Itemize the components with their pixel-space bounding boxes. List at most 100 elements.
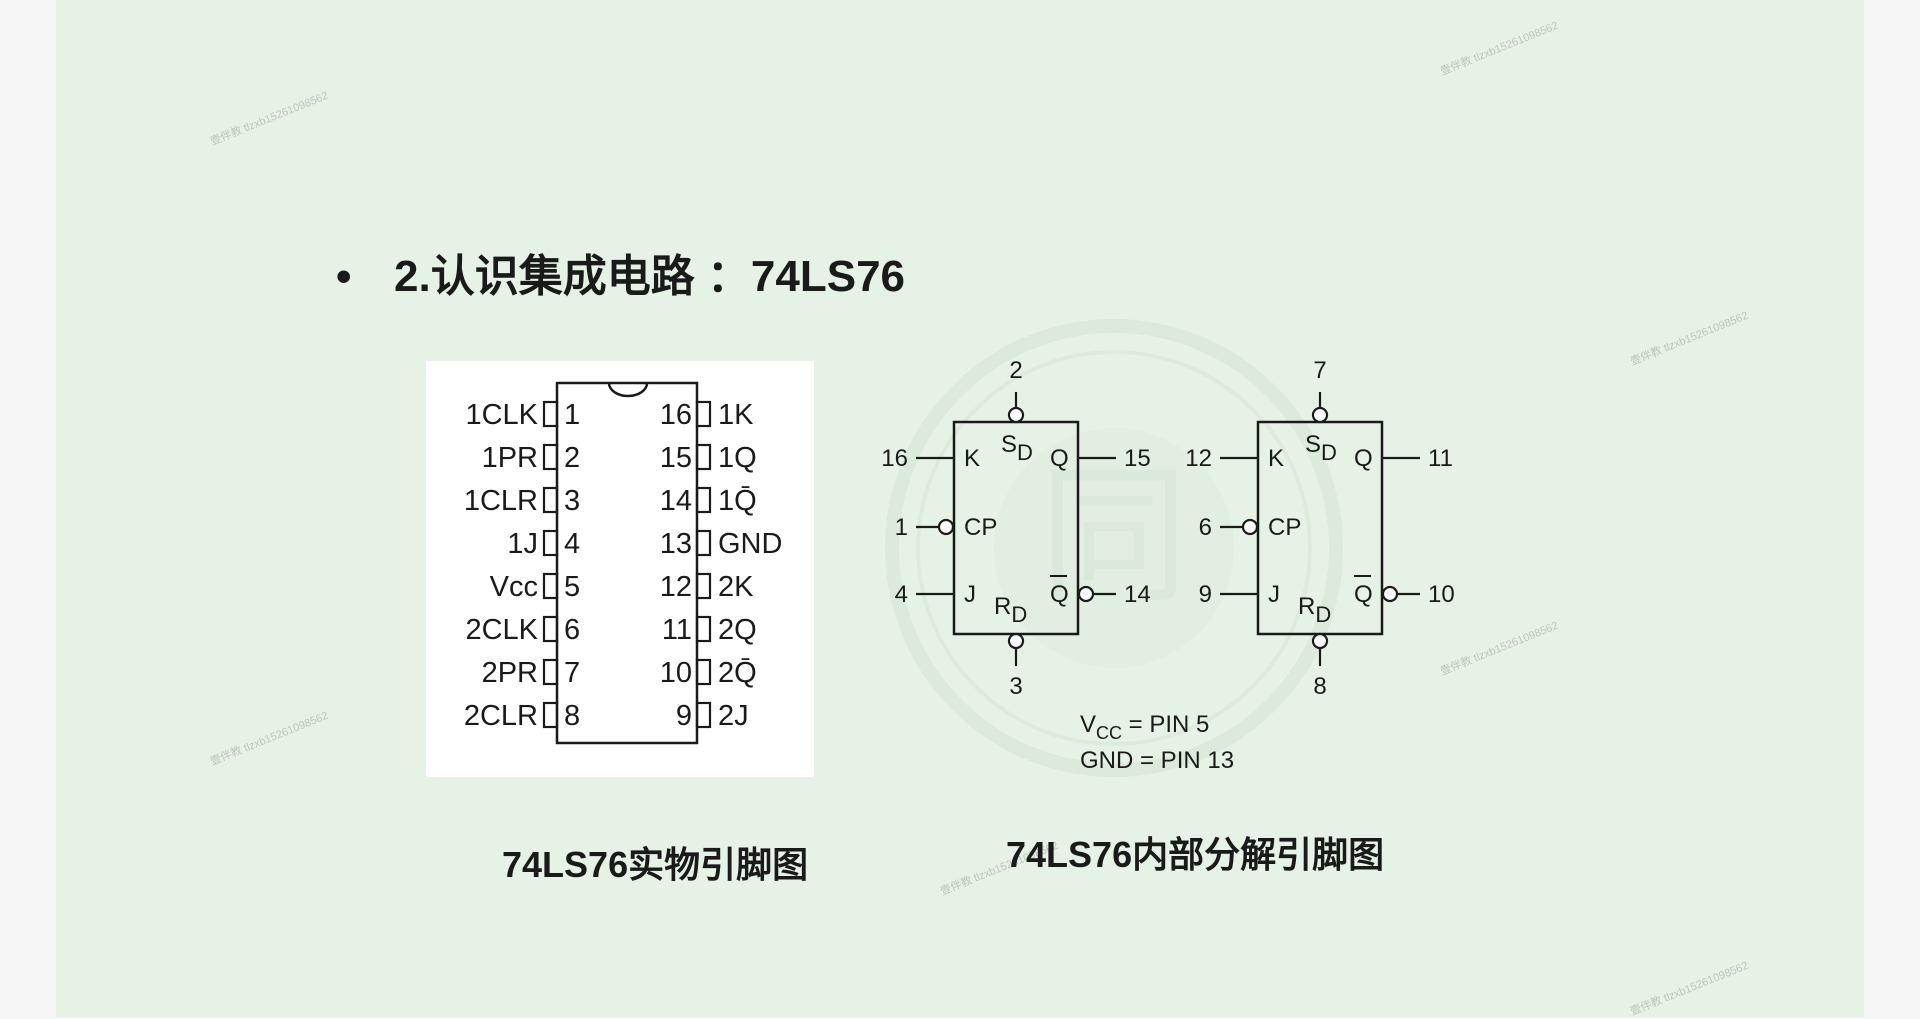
label-sd: SD xyxy=(1305,431,1337,465)
watermark-text: 壹伴教 tlzxb15261098562 xyxy=(208,709,331,769)
watermark-text: 壹伴教 tlzxb15261098562 xyxy=(1628,959,1751,1019)
pin-stub-left xyxy=(542,486,559,514)
cp-bubble xyxy=(937,518,955,536)
pin-stub-right xyxy=(695,400,712,428)
pin-stub-right xyxy=(695,529,712,557)
pin-stub-right xyxy=(695,701,712,729)
power-note-vcc: VCC = PIN 5 xyxy=(1080,711,1209,743)
pin-number-right: 13 xyxy=(660,528,692,560)
pin-number-cp: 6 xyxy=(1199,514,1212,541)
pin-stub-right xyxy=(695,443,712,471)
pin-stub-left xyxy=(542,572,559,600)
caption-internal: 74LS76内部分解引脚图 xyxy=(1006,834,1385,875)
watermark-seal: 同 xyxy=(885,319,1343,777)
label-k: K xyxy=(964,445,980,472)
pin-number-cp: 1 xyxy=(895,514,908,541)
pin-number-left: 5 xyxy=(564,571,580,603)
pin-number-sd: 7 xyxy=(1313,357,1326,384)
label-j: J xyxy=(964,581,976,608)
pin-number-right: 16 xyxy=(660,399,692,431)
pin-number-right: 10 xyxy=(660,657,692,689)
pin-number-j: 4 xyxy=(895,581,908,608)
label-qbar: Q xyxy=(1354,581,1373,608)
pin-name-left: Vcc xyxy=(490,571,538,603)
pin-number-left: 2 xyxy=(564,442,580,474)
watermark-text: 壹伴教 tlzxb15261098562 xyxy=(1438,19,1561,79)
pin-name-right: 1Q̄ xyxy=(718,485,757,517)
label-q: Q xyxy=(1050,445,1069,472)
pin-number-qbar: 10 xyxy=(1428,581,1455,608)
label-cp: CP xyxy=(1268,514,1301,541)
pin-number-right: 15 xyxy=(660,442,692,474)
label-sd: SD xyxy=(1001,431,1033,465)
pin-number-right: 12 xyxy=(660,571,692,603)
qbar-bubble xyxy=(1077,585,1095,603)
pin-number-k: 12 xyxy=(1185,445,1212,472)
pin-stub-left xyxy=(542,658,559,686)
watermark-text: 壹伴教 tlzxb15261098562 xyxy=(208,89,331,149)
pin-name-left: 2CLR xyxy=(464,700,538,732)
pin-number-q: 11 xyxy=(1428,445,1453,472)
chip-notch xyxy=(607,382,649,398)
pin-name-right: 2Q̄ xyxy=(718,657,757,689)
pin-name-right: 2J xyxy=(718,700,749,732)
heading-text: 2.认识集成电路 ：74LS76 xyxy=(394,252,906,301)
label-qbar: Q xyxy=(1050,581,1069,608)
pin-number-left: 6 xyxy=(564,614,580,646)
pin-name-left: 2PR xyxy=(482,657,538,689)
label-j: J xyxy=(1268,581,1280,608)
pin-stub-left xyxy=(542,529,559,557)
sd-bubble xyxy=(1007,406,1025,424)
pin-name-right: 2Q xyxy=(718,614,757,646)
rd-bubble xyxy=(1311,632,1329,650)
slide-heading: • 2.认识集成电路 ：74LS76 xyxy=(336,240,905,304)
rd-bubble xyxy=(1007,632,1025,650)
pin-stub-right xyxy=(695,658,712,686)
cp-bubble xyxy=(1241,518,1259,536)
pin-name-left: 1CLR xyxy=(464,485,538,517)
pin-number-sd: 2 xyxy=(1009,357,1022,384)
pin-number-left: 8 xyxy=(564,700,580,732)
pin-name-right: GND xyxy=(718,528,782,560)
pin-number-left: 1 xyxy=(564,399,580,431)
label-q: Q xyxy=(1354,445,1373,472)
pin-number-k: 16 xyxy=(881,445,908,472)
pin-name-right: 1K xyxy=(718,399,754,431)
pin-number-qbar: 14 xyxy=(1124,581,1151,608)
power-note-gnd: GND = PIN 13 xyxy=(1080,747,1234,774)
pin-number-right: 14 xyxy=(660,485,692,517)
pin-stub-right xyxy=(695,486,712,514)
caption-pinout: 74LS76实物引脚图 xyxy=(502,844,809,885)
pin-number-q: 15 xyxy=(1124,445,1151,472)
pin-stub-left xyxy=(542,443,559,471)
pin-name-left: 1CLK xyxy=(465,399,538,431)
slide: 同 壹伴教 tlzxb15261098562 壹伴教 tlzxb15261098… xyxy=(56,0,1864,1019)
bullet: • xyxy=(336,252,352,301)
chip-body xyxy=(555,381,699,745)
pin-name-left: 1PR xyxy=(482,442,538,474)
pin-stub-right xyxy=(695,572,712,600)
pin-number-right: 9 xyxy=(676,700,692,732)
pin-number-j: 9 xyxy=(1199,581,1212,608)
label-cp: CP xyxy=(964,514,997,541)
pin-name-right: 1Q xyxy=(718,442,757,474)
pin-name-left: 2CLK xyxy=(465,614,538,646)
pin-number-left: 7 xyxy=(564,657,580,689)
pin-number-right: 11 xyxy=(662,614,692,646)
pin-name-right: 2K xyxy=(718,571,754,603)
pin-number-rd: 3 xyxy=(1009,673,1022,700)
sd-bubble xyxy=(1311,406,1329,424)
label-rd: RD xyxy=(994,593,1027,627)
pin-stub-right xyxy=(695,615,712,643)
qbar-bubble xyxy=(1381,585,1399,603)
pin-number-rd: 8 xyxy=(1313,673,1326,700)
label-rd: RD xyxy=(1298,593,1331,627)
pin-stub-left xyxy=(542,701,559,729)
pin-name-left: 1J xyxy=(507,528,538,560)
pin-number-left: 3 xyxy=(564,485,580,517)
